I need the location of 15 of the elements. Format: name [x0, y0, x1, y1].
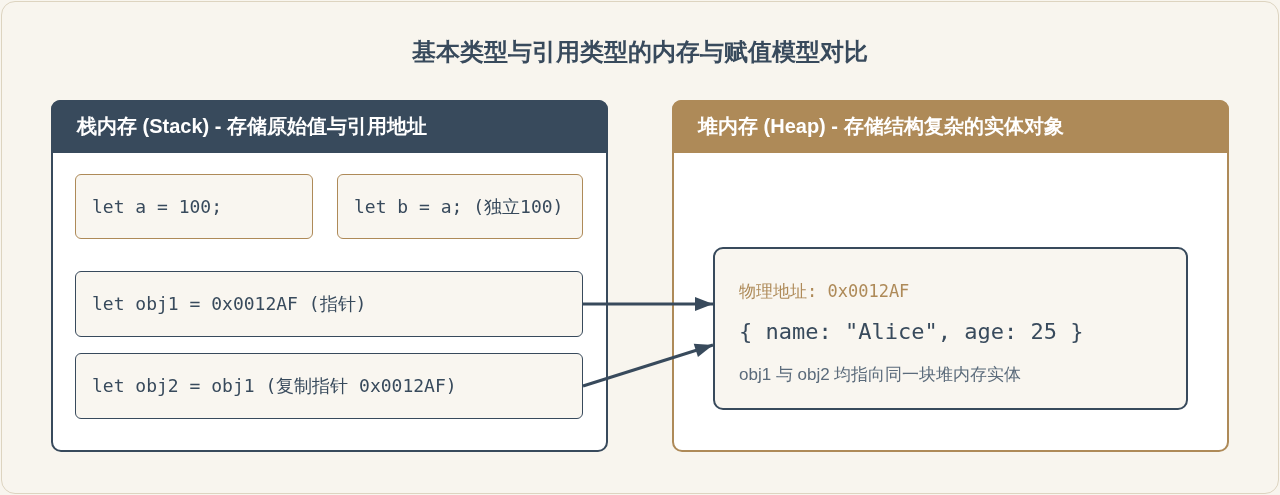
object-literal: { name: "Alice", age: 25 } — [739, 317, 1084, 346]
code-box: let b = a; (独立100) — [337, 174, 583, 239]
memory-panel — [51, 100, 608, 452]
panel-header: 栈内存 (Stack) - 存储原始值与引用地址 — [51, 100, 608, 153]
address-label: 物理地址: 0x0012AF — [739, 280, 910, 302]
panel-header: 堆内存 (Heap) - 存储结构复杂的实体对象 — [672, 100, 1229, 153]
arrow — [582, 343, 714, 388]
note-text: obj1 与 obj2 均指向同一块堆内存实体 — [739, 364, 1022, 386]
code-box: let obj2 = obj1 (复制指针 0x0012AF) — [75, 353, 583, 419]
arrow — [583, 297, 713, 311]
object-box — [713, 247, 1188, 410]
memory-panel — [672, 100, 1229, 452]
code-box: let a = 100; — [75, 174, 313, 239]
code-box: let obj1 = 0x0012AF (指针) — [75, 271, 583, 337]
title: 基本类型与引用类型的内存与赋值模型对比 — [412, 37, 868, 67]
